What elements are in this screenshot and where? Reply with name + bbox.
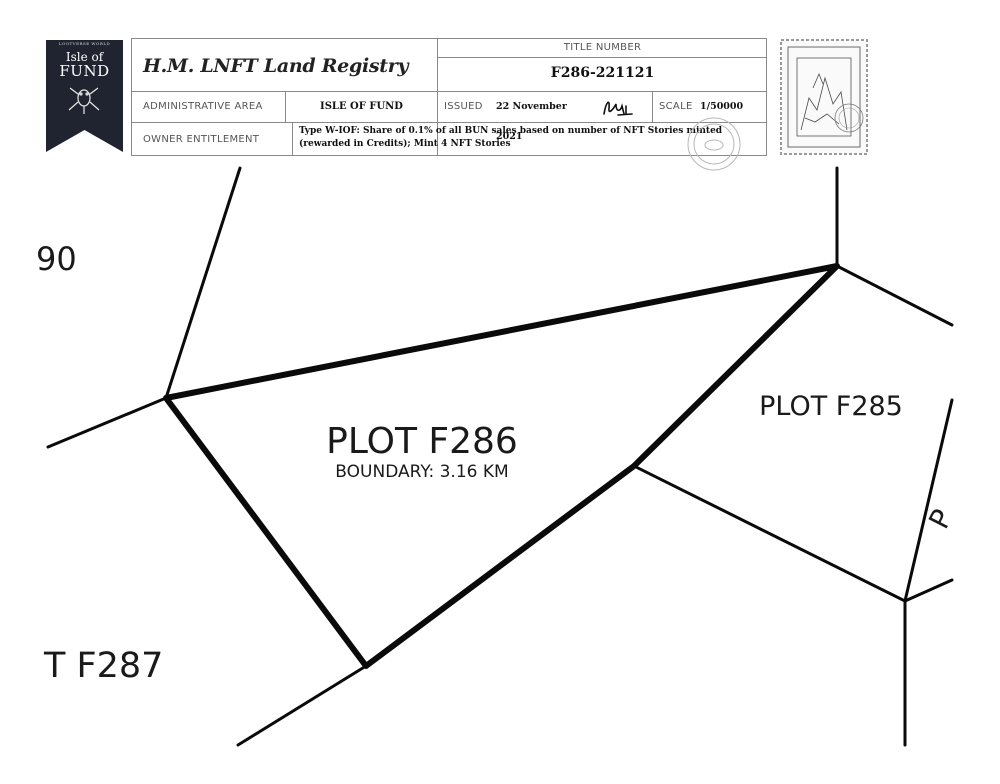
frog-crest-icon	[68, 87, 100, 114]
logo-line-isle: Isle of	[65, 50, 104, 64]
boundary-line	[632, 464, 907, 603]
registry-seal-icon	[687, 117, 741, 171]
registry-title: H.M. LNFT Land Registry	[143, 54, 409, 77]
owner-entitlement-label: OWNER ENTITLEMENT	[143, 134, 260, 145]
boundary-line	[835, 264, 954, 327]
plot-top-left-fragment: 90	[36, 240, 77, 278]
plot-f286-boundary	[163, 263, 840, 669]
plot-f285-label: PLOT F285	[759, 391, 903, 422]
boundary-line	[46, 396, 168, 449]
logo-caption: LOOTVERSE WORLD	[58, 41, 111, 46]
isle-of-fund-logo	[46, 40, 123, 152]
owner-entitlement-value: Type W-IOF: Share of 0.1% of all BUN sal…	[299, 126, 723, 149]
issued-label: ISSUED	[444, 101, 483, 112]
issued-date: 22 November 2021	[496, 101, 567, 142]
plot-f287-label: T F287	[43, 646, 163, 686]
signature-icon	[603, 101, 633, 116]
boundary-line	[903, 398, 954, 603]
logo-line-fund: FUND	[59, 62, 110, 80]
scale-value: 1/50000	[700, 101, 744, 112]
title-number-label: TITLE NUMBER	[563, 42, 642, 53]
boundary-line	[236, 664, 368, 747]
administrative-area-value: ISLE OF FUND	[320, 101, 403, 112]
postage-stamp-icon	[780, 39, 868, 155]
scale-label: SCALE	[659, 101, 693, 112]
administrative-area-label: ADMINISTRATIVE AREA	[143, 101, 263, 112]
title-number-value: F286-221121	[550, 65, 655, 81]
thin-boundaries	[46, 166, 954, 747]
boundary-line	[903, 578, 954, 603]
registry-header: H.M. LNFT Land Registry TITLE NUMBER F28…	[131, 38, 767, 156]
plot-f286-boundary-text: BOUNDARY: 3.16 KM	[335, 462, 508, 482]
plot-right-edge-fragment: P	[922, 504, 959, 534]
plot-f286-outline	[163, 263, 840, 669]
boundary-line	[164, 166, 242, 400]
plot-f286-label: PLOT F286	[326, 421, 518, 462]
